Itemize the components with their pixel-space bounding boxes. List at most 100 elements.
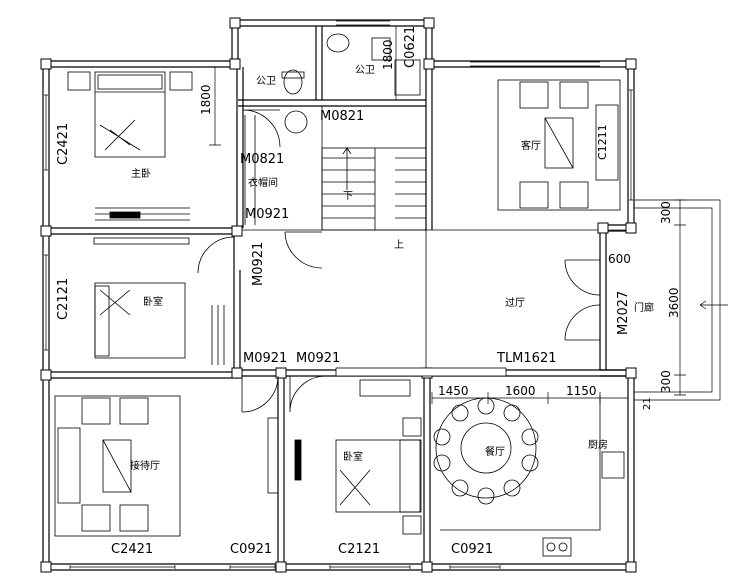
dim-line-bottom [431,392,628,404]
shower-tray [394,59,421,96]
wall-bedroom-right [233,234,241,372]
column [423,17,435,29]
bottom-bed-cloth [339,469,371,506]
bottom-bed-pillow [399,439,421,513]
nightstand [67,71,91,91]
door-code-m0821-top: M0821 [320,109,364,124]
column [625,561,637,573]
column [625,367,637,379]
toilet-tank [281,71,305,79]
door-closet-swing [242,109,281,148]
windows [44,20,633,569]
wall-living-left [425,61,433,230]
outer-wall-top-right [432,60,634,68]
reception-table-diagonal [102,439,132,493]
dining-chair [521,428,539,446]
master-bed [94,71,166,158]
window-c0921-right [449,565,501,569]
column [40,225,52,237]
dim-300-top: 300 [659,201,673,224]
bedroom-bed [94,282,186,359]
reception-tv-stand [294,439,302,481]
outer-wall-right-lower [627,375,635,570]
wall-master-bottom [43,227,240,235]
dining-table-inner [460,422,512,474]
window-code-c2121-left: C2121 [56,278,71,320]
window-living-top [470,61,600,67]
stair-arrow [342,146,352,190]
door-code-m0921-b: M0921 [296,351,340,366]
door-code-m0921-a: M0921 [243,351,287,366]
room-label-dining: 餐厅 [485,445,505,458]
window-code-c2421-bottom: C2421 [111,542,153,557]
window-bath-top [336,20,390,26]
room-label-reception: 接待厅 [130,459,160,472]
door-code-m2027: M2027 [616,291,631,335]
sofa-chair [559,81,589,109]
door-m2027-right [564,304,601,341]
porch-outline [634,199,721,401]
dim-3600: 3600 [667,287,681,318]
room-label-public-bath-left: 公卫 [256,76,276,87]
washbasin [284,110,308,134]
door-hall-m0921 [284,231,323,269]
master-wardrobe [95,207,190,221]
window-c0921 [229,565,276,569]
column [423,58,435,70]
window-code-c0921: C0921 [230,542,272,557]
outer-wall-left [42,61,50,570]
window-c2421-top [44,94,48,171]
column [275,561,287,573]
dim-1600: 1600 [505,384,536,398]
room-label-kitchen: 厨房 [588,438,608,451]
toilet-right [371,37,391,61]
door-code-m0921-closet: M0921 [245,207,289,222]
wall-dining-left [423,376,431,570]
dining-chair [433,428,451,446]
stove-burner [546,542,556,552]
outer-wall-bottom [43,563,634,571]
dimension-lines [209,26,728,404]
dining-chair [521,454,539,472]
outer-wall-top-left [43,60,232,68]
nightstand [169,71,193,91]
room-label-public-bath-right: 公卫 [355,65,375,76]
reception-table [102,439,132,493]
sofa-chair [119,504,149,532]
room-label-master-bedroom: 主卧 [131,167,151,180]
dim-1800-bath: 1800 [381,39,395,70]
tv-cabinet [109,211,141,219]
room-label-bedroom-bottom: 卧室 [343,450,363,463]
room-label-bedroom-left: 卧室 [143,295,163,308]
window-code-c2421-top: C2421 [56,123,71,165]
sofa-long [595,104,619,181]
porch-arrow [699,300,728,310]
stair-treads [322,148,426,230]
stair-label-up: 上 [394,239,404,251]
column [275,367,287,379]
staircase [321,147,427,231]
dim-1150: 1150 [566,384,597,398]
dining-chair [503,479,521,497]
door-bedroom-swing [197,236,235,274]
dim-300-bottom: 300 [659,370,673,393]
window-code-c2121-bottom: C2121 [338,542,380,557]
window-code-c0621: C0621 [403,26,418,68]
toilet [283,69,303,95]
bedroom-bed-pillow [94,285,110,357]
reception-rug [54,395,181,537]
living-coffee-table [544,117,574,169]
master-bed-pillow [97,74,163,90]
room-label-hall: 过厅 [505,296,525,309]
sliding-door-tlm1621 [335,367,507,377]
column [597,222,609,234]
living-rug [497,79,621,211]
wall-reception-right [277,376,285,570]
kitchen-stove [542,537,572,557]
door-code-m0821-mid: M0821 [240,152,284,167]
dining-chair [477,397,495,415]
outer-wall-top-upper [232,19,432,27]
stove-burner [558,542,568,552]
window-code-c0921-right: C0921 [451,542,493,557]
